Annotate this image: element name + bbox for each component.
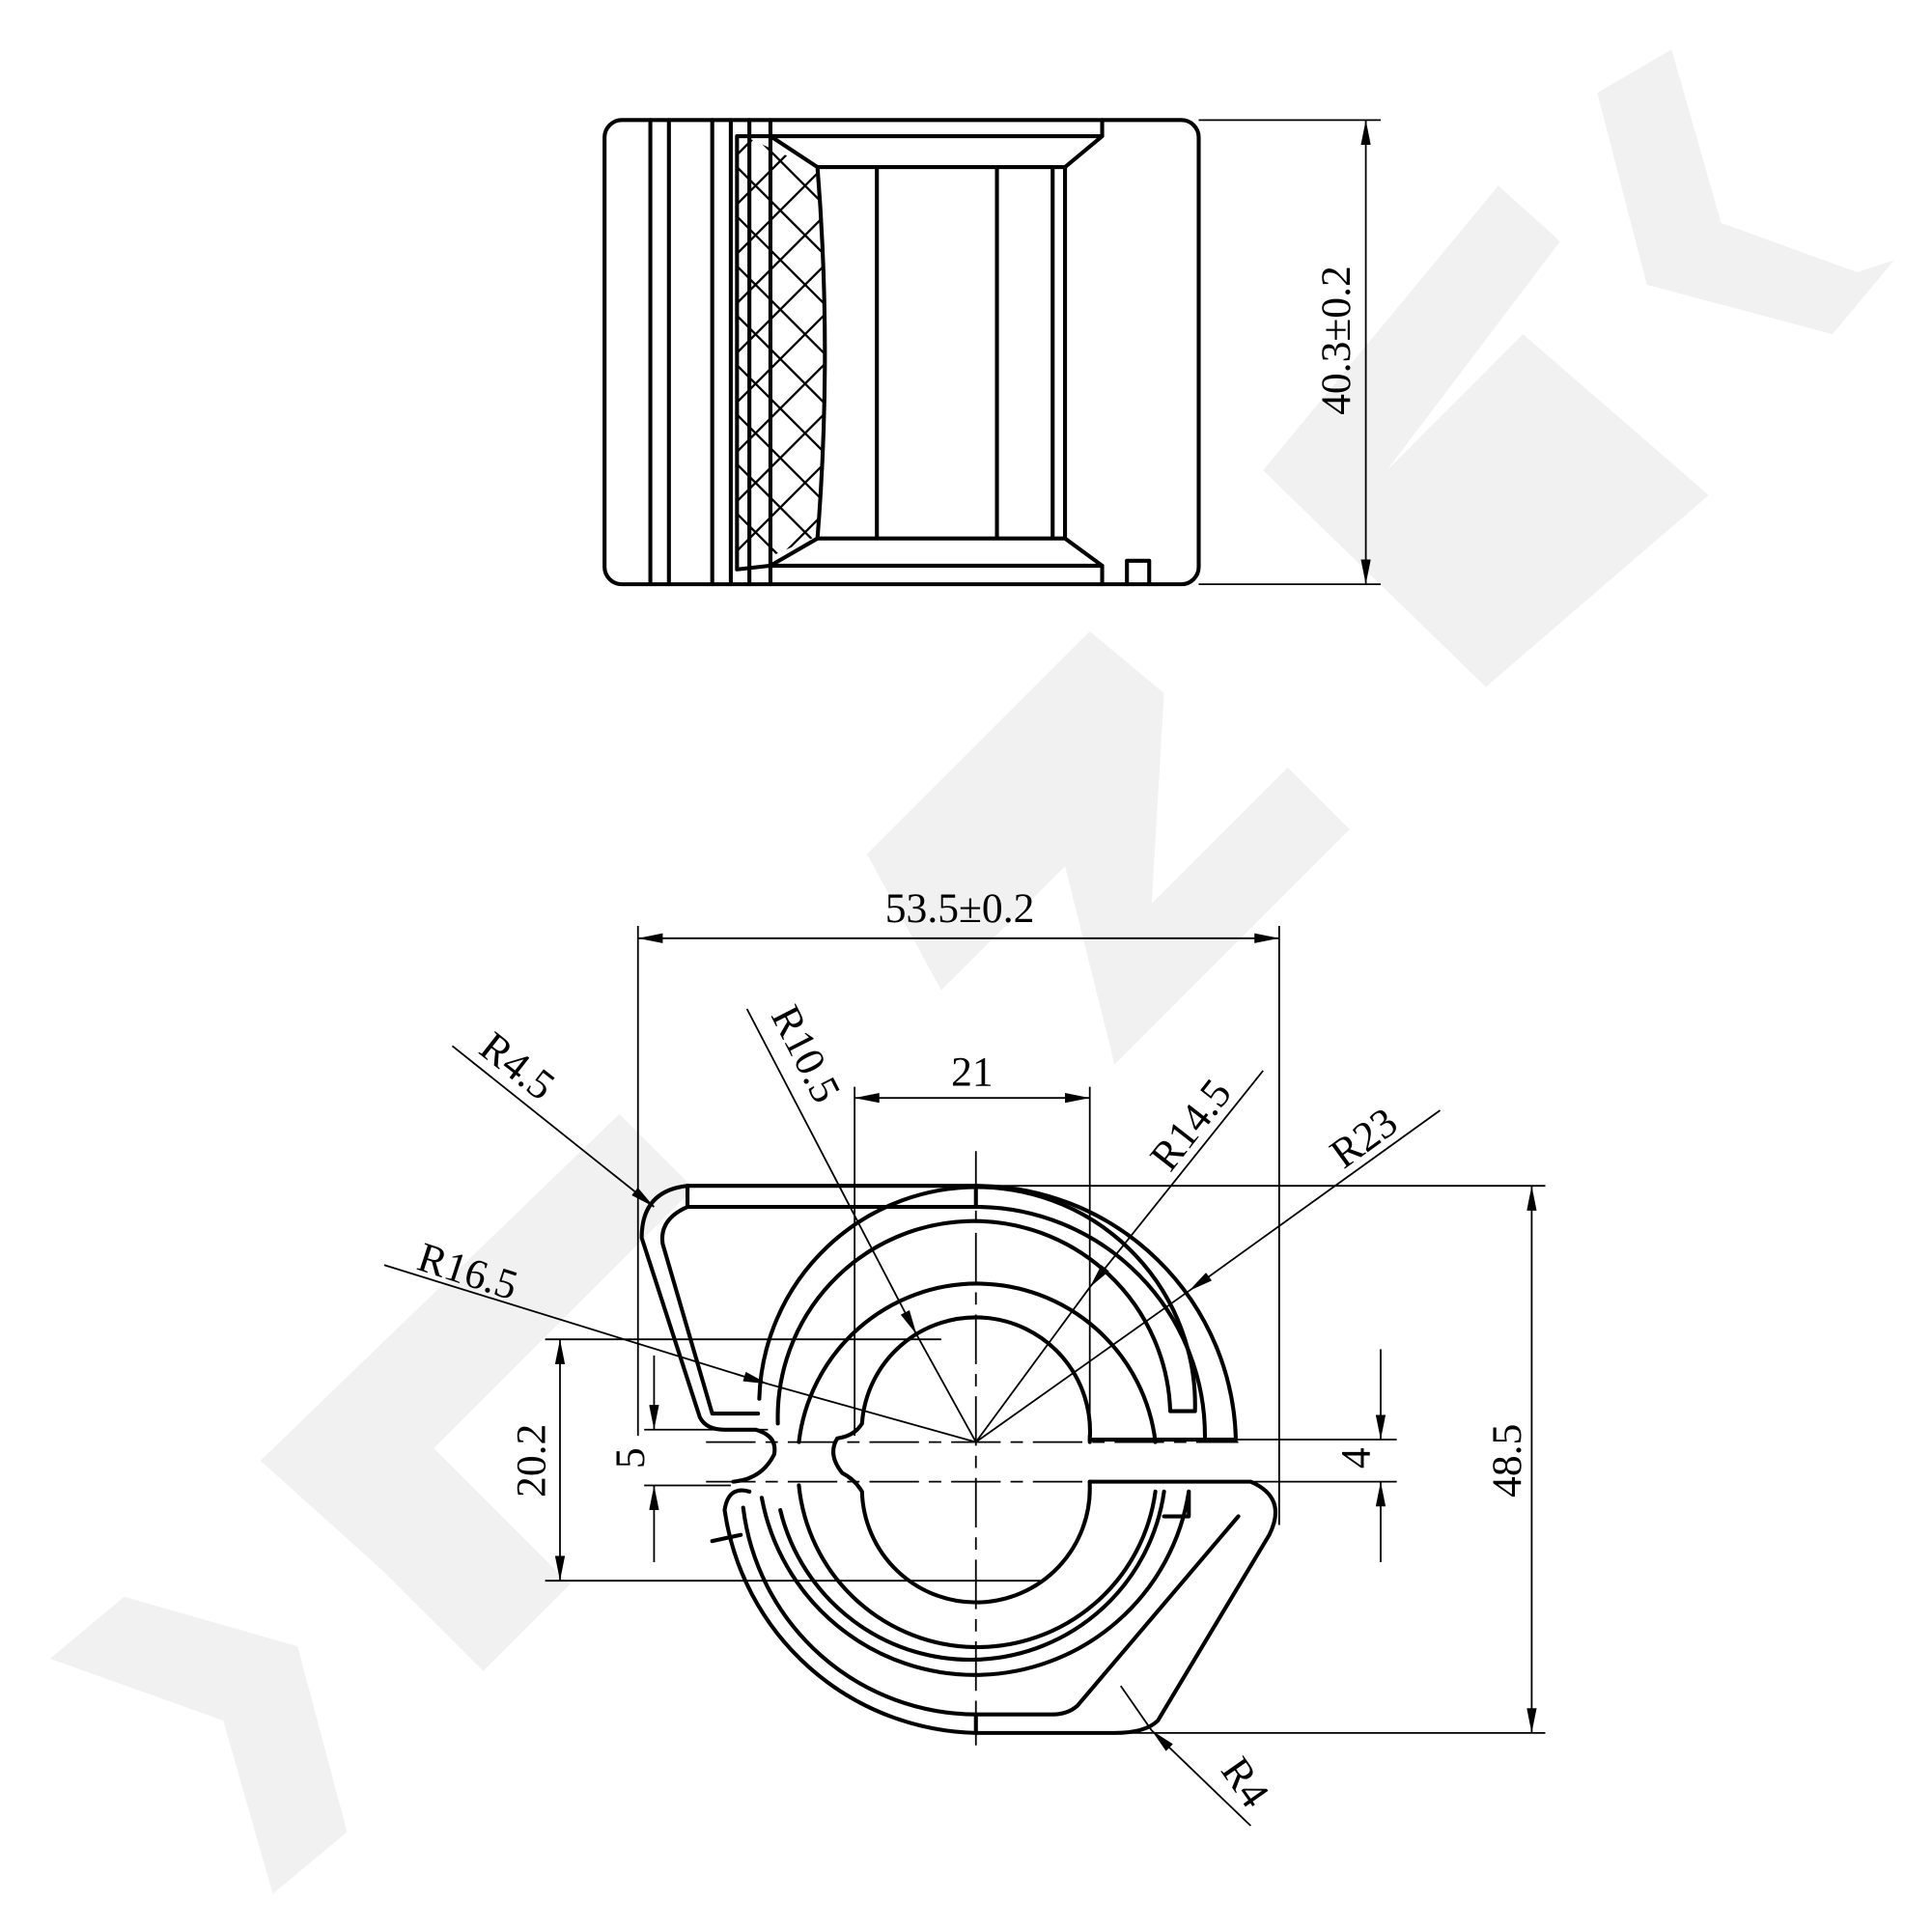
watermark: [49, 49, 1895, 1894]
bore-gap-dimension: 21: [951, 1049, 994, 1095]
radius-mid-label: R14.5: [1141, 1071, 1241, 1180]
right-slot-dimension: 4: [1332, 1447, 1379, 1469]
top-view: 40.3±0.2: [602, 118, 1381, 587]
radius-corner-top-label: R4.5: [471, 1023, 563, 1109]
radius-corner-bottom-label: R4: [1212, 1749, 1278, 1816]
width-dimension: 53.5±0.2: [885, 885, 1035, 932]
height-dimension: 48.5: [1484, 1424, 1530, 1497]
front-view: 53.5±0.2 21 48.5 20.2 5 4 R4.5 R10.5 R14…: [383, 885, 1546, 1827]
left-height-dimension: 20.2: [509, 1424, 555, 1497]
radius-outer-label: R23: [1322, 1099, 1406, 1178]
left-slot-dimension: 5: [607, 1447, 654, 1469]
height-dimension-top: 40.3±0.2: [1313, 266, 1359, 415]
radius-bore-label: R10.5: [762, 998, 850, 1110]
